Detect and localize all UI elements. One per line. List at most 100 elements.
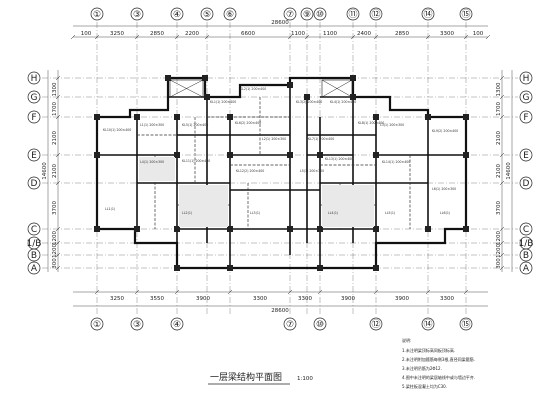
dim-tick <box>350 34 356 40</box>
dim-tick <box>373 289 379 295</box>
grid-label-right: G <box>523 93 530 103</box>
dim-tick <box>499 240 505 246</box>
structural-column <box>350 75 356 81</box>
grid-label-right: A <box>523 264 530 274</box>
structural-column <box>174 226 180 232</box>
dim-bottom-segment: 3300 <box>253 296 267 302</box>
beam-label: LL1(1) <box>105 207 115 211</box>
grid-bubble-right <box>519 71 533 85</box>
beam-label: L5(1) 200×300 <box>300 169 324 173</box>
grid-bubble-right <box>519 222 533 236</box>
dim-left-segment: 3700 <box>52 201 58 215</box>
dim-tick <box>485 34 491 40</box>
grid-bubble-top <box>369 7 383 21</box>
notes-line: 1.未注明梁顶标高同板顶标高. <box>402 347 455 353</box>
slab-zone <box>179 185 228 227</box>
structural-column <box>373 226 379 232</box>
dim-top-segment: 1100 <box>323 31 337 37</box>
beam-label: KL5(1) 200×400 <box>182 123 208 127</box>
grid-label-left: F <box>31 113 36 123</box>
grid-label-bottom: ④ <box>173 320 181 330</box>
beam-label: L1(1) 200×300 <box>140 123 164 127</box>
dim-right-segment: 3700 <box>496 201 502 215</box>
dim-tick <box>499 94 505 100</box>
grid-bubble-top <box>313 7 327 21</box>
dim-tick <box>55 240 61 246</box>
beam-label: KL13(1) 200×400 <box>325 157 353 161</box>
grid-label-top: ⑩ <box>316 10 324 20</box>
grid-bubble-bottom <box>90 317 104 331</box>
dim-top-small: 100 <box>473 31 484 37</box>
grid-bubble-top <box>223 7 237 21</box>
dim-bottom-segment: 3900 <box>196 296 210 302</box>
dim-tick <box>55 114 61 120</box>
grid-bubble-right <box>519 90 533 104</box>
grid-bubble-right <box>519 110 533 124</box>
grid-label-bottom: ⑮ <box>461 319 470 330</box>
grid-label-top: ⑥ <box>226 10 234 20</box>
grid-label-bottom: ③ <box>133 320 141 330</box>
beam-label: KL2(1) 200×400 <box>240 87 266 91</box>
grid-label-right: D <box>523 179 530 189</box>
structural-column <box>94 226 100 232</box>
grid-label-bottom: ⑦ <box>286 320 294 330</box>
structural-column <box>227 226 233 232</box>
dim-bottom-segment: 3300 <box>440 296 454 302</box>
dim-left-segment: 1300 <box>52 82 58 96</box>
dim-tick <box>227 289 233 295</box>
structural-column <box>425 226 431 232</box>
grid-label-top: ③ <box>133 10 141 20</box>
grid-bubble-right <box>519 261 533 275</box>
dim-tick <box>425 289 431 295</box>
notes-line: 3.未注明吊筋为2Φ12. <box>402 365 442 371</box>
grid-bubble-top <box>346 7 360 21</box>
grid-bubble-left <box>27 176 41 190</box>
grid-label-left: C <box>31 225 37 235</box>
slab-zone <box>139 157 175 181</box>
dim-tick <box>499 265 505 271</box>
dim-right-total: 14600 <box>506 162 512 180</box>
grid-label-top: ① <box>93 10 101 20</box>
dim-bottom-segment: 3300 <box>298 296 312 302</box>
beam-label: KL3(2) 200×400 <box>296 100 322 104</box>
dim-top-segment: 6600 <box>241 31 255 37</box>
grid-bubble-left <box>27 110 41 124</box>
grid-bubble-right <box>519 248 533 262</box>
beam-label: KL14(1) 200×400 <box>382 160 410 164</box>
grid-bubble-bottom <box>369 317 383 331</box>
grid-label-right: F <box>523 113 528 123</box>
beam-label: KL10(1) 200×400 <box>103 128 131 132</box>
grid-label-left: A <box>31 264 38 274</box>
grid-bubble-bottom <box>130 317 144 331</box>
structural-column <box>227 265 233 271</box>
grid-bubble-left <box>27 248 41 262</box>
structural-column <box>204 94 210 100</box>
dim-right-segment: 2100 <box>496 131 502 145</box>
grid-label-top: ⑭ <box>423 9 432 20</box>
grid-bubble-bottom <box>459 317 473 331</box>
grid-bubble-right <box>519 148 533 162</box>
beam-label: KL6(2) 200×400 <box>235 121 261 125</box>
grid-label-bottom: ⑩ <box>316 320 324 330</box>
dim-tick <box>463 34 469 40</box>
dim-bottom-segment: 3900 <box>395 296 409 302</box>
structural-column <box>373 265 379 271</box>
beam-label: LL2(1) <box>182 211 192 215</box>
beam-label: LL3(1) <box>250 211 260 215</box>
grid-bubble-top <box>90 7 104 21</box>
grid-bubble-left <box>27 222 41 236</box>
dim-right-segment: 1700 <box>496 102 502 116</box>
dim-tick <box>304 34 310 40</box>
structural-column <box>304 94 310 100</box>
dim-tick <box>55 265 61 271</box>
structural-column <box>287 152 293 158</box>
grid-label-bottom: ⑭ <box>423 319 432 330</box>
grid-label-left: H <box>31 74 38 84</box>
structural-column <box>317 152 323 158</box>
dim-tick <box>499 152 505 158</box>
structural-column <box>174 152 180 158</box>
dim-tick <box>499 114 505 120</box>
grid-label-top: ⑤ <box>203 10 211 20</box>
